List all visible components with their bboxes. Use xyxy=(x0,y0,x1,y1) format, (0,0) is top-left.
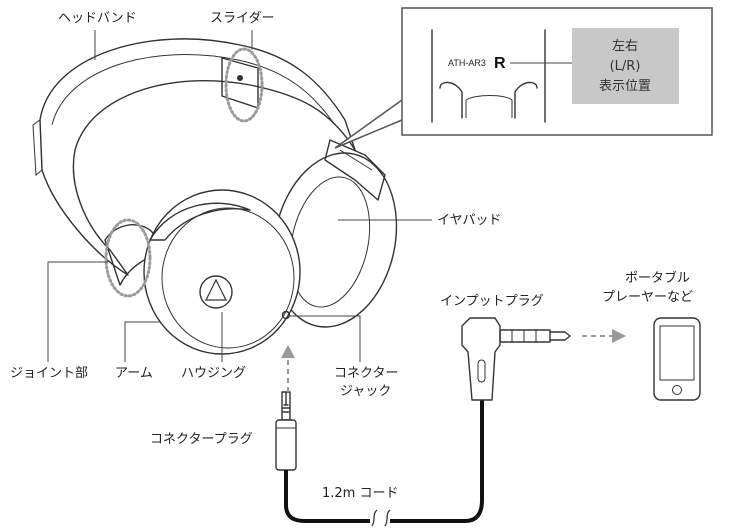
label-cord-length: 1.2m コード xyxy=(322,486,398,501)
lr-position-box xyxy=(572,28,679,104)
leader-connector-jack xyxy=(288,315,361,362)
callout-pointer xyxy=(334,99,403,149)
headband-inner-line xyxy=(51,54,336,126)
lr-box-line1: 左右 xyxy=(612,39,638,54)
cord-break-symbol xyxy=(371,509,391,527)
label-headband: ヘッドバンド xyxy=(58,11,137,26)
input-plug-tip xyxy=(549,331,571,341)
callout-cup-left xyxy=(439,81,463,119)
input-plug-rings xyxy=(511,330,537,342)
input-plug-shaft xyxy=(499,329,551,343)
portable-player-icon xyxy=(653,317,701,401)
label-connector-plug: コネクタープラグ xyxy=(150,432,253,447)
label-portable-player-1: ポータブル xyxy=(625,270,690,286)
cord-line xyxy=(284,470,370,523)
label-joint: ジョイント部 xyxy=(10,366,88,381)
input-plug-pill xyxy=(477,359,486,383)
plug-insert-arrow-head xyxy=(281,345,295,358)
label-connector-jack-1: コネクター xyxy=(334,366,398,381)
headphones-illustration xyxy=(32,38,398,355)
cable-assembly xyxy=(275,317,571,527)
slider-screw-icon xyxy=(237,75,243,81)
callout-cup-center xyxy=(465,95,513,118)
joint-marker xyxy=(104,218,152,298)
housing-arm-yoke xyxy=(149,202,251,241)
connector-jack-port xyxy=(281,310,291,320)
lr-indicator-callout: ATH-AR3 R 左右 (L/R) 表示位置 xyxy=(334,7,713,149)
connector-plug-tip xyxy=(282,392,290,413)
audio-technica-logo-icon xyxy=(199,275,233,309)
earpad-inner xyxy=(289,176,371,308)
leader-lines xyxy=(47,30,432,362)
lr-box-line3: 表示位置 xyxy=(599,79,651,94)
label-portable-player-2: プレーヤーなど xyxy=(602,290,693,305)
leader-joint xyxy=(47,261,108,362)
lr-box-line2: (L/R) xyxy=(610,59,641,74)
label-connector-jack-2: ジャック xyxy=(340,384,391,399)
player-arrow-head xyxy=(612,329,626,343)
right-hinge xyxy=(324,139,386,201)
label-housing: ハウジング xyxy=(181,366,246,381)
cord-line-right xyxy=(390,400,484,523)
headband-shape xyxy=(39,38,356,276)
callout-cup-right xyxy=(514,81,538,119)
leader-arm xyxy=(124,321,160,362)
label-input-plug: インプットプラグ xyxy=(440,294,544,309)
input-plug-body xyxy=(461,317,501,401)
callout-model-text: ATH-AR3 xyxy=(448,58,486,68)
callout-side-letter: R xyxy=(494,55,506,72)
label-earpad: イヤパッド xyxy=(437,213,501,228)
label-slider: スライダー xyxy=(210,11,274,26)
slider-marker xyxy=(224,47,264,123)
housing-rim xyxy=(161,207,295,349)
label-arm: アーム xyxy=(115,366,153,381)
headband-edge-line xyxy=(32,119,43,177)
logo-mark xyxy=(205,278,227,301)
